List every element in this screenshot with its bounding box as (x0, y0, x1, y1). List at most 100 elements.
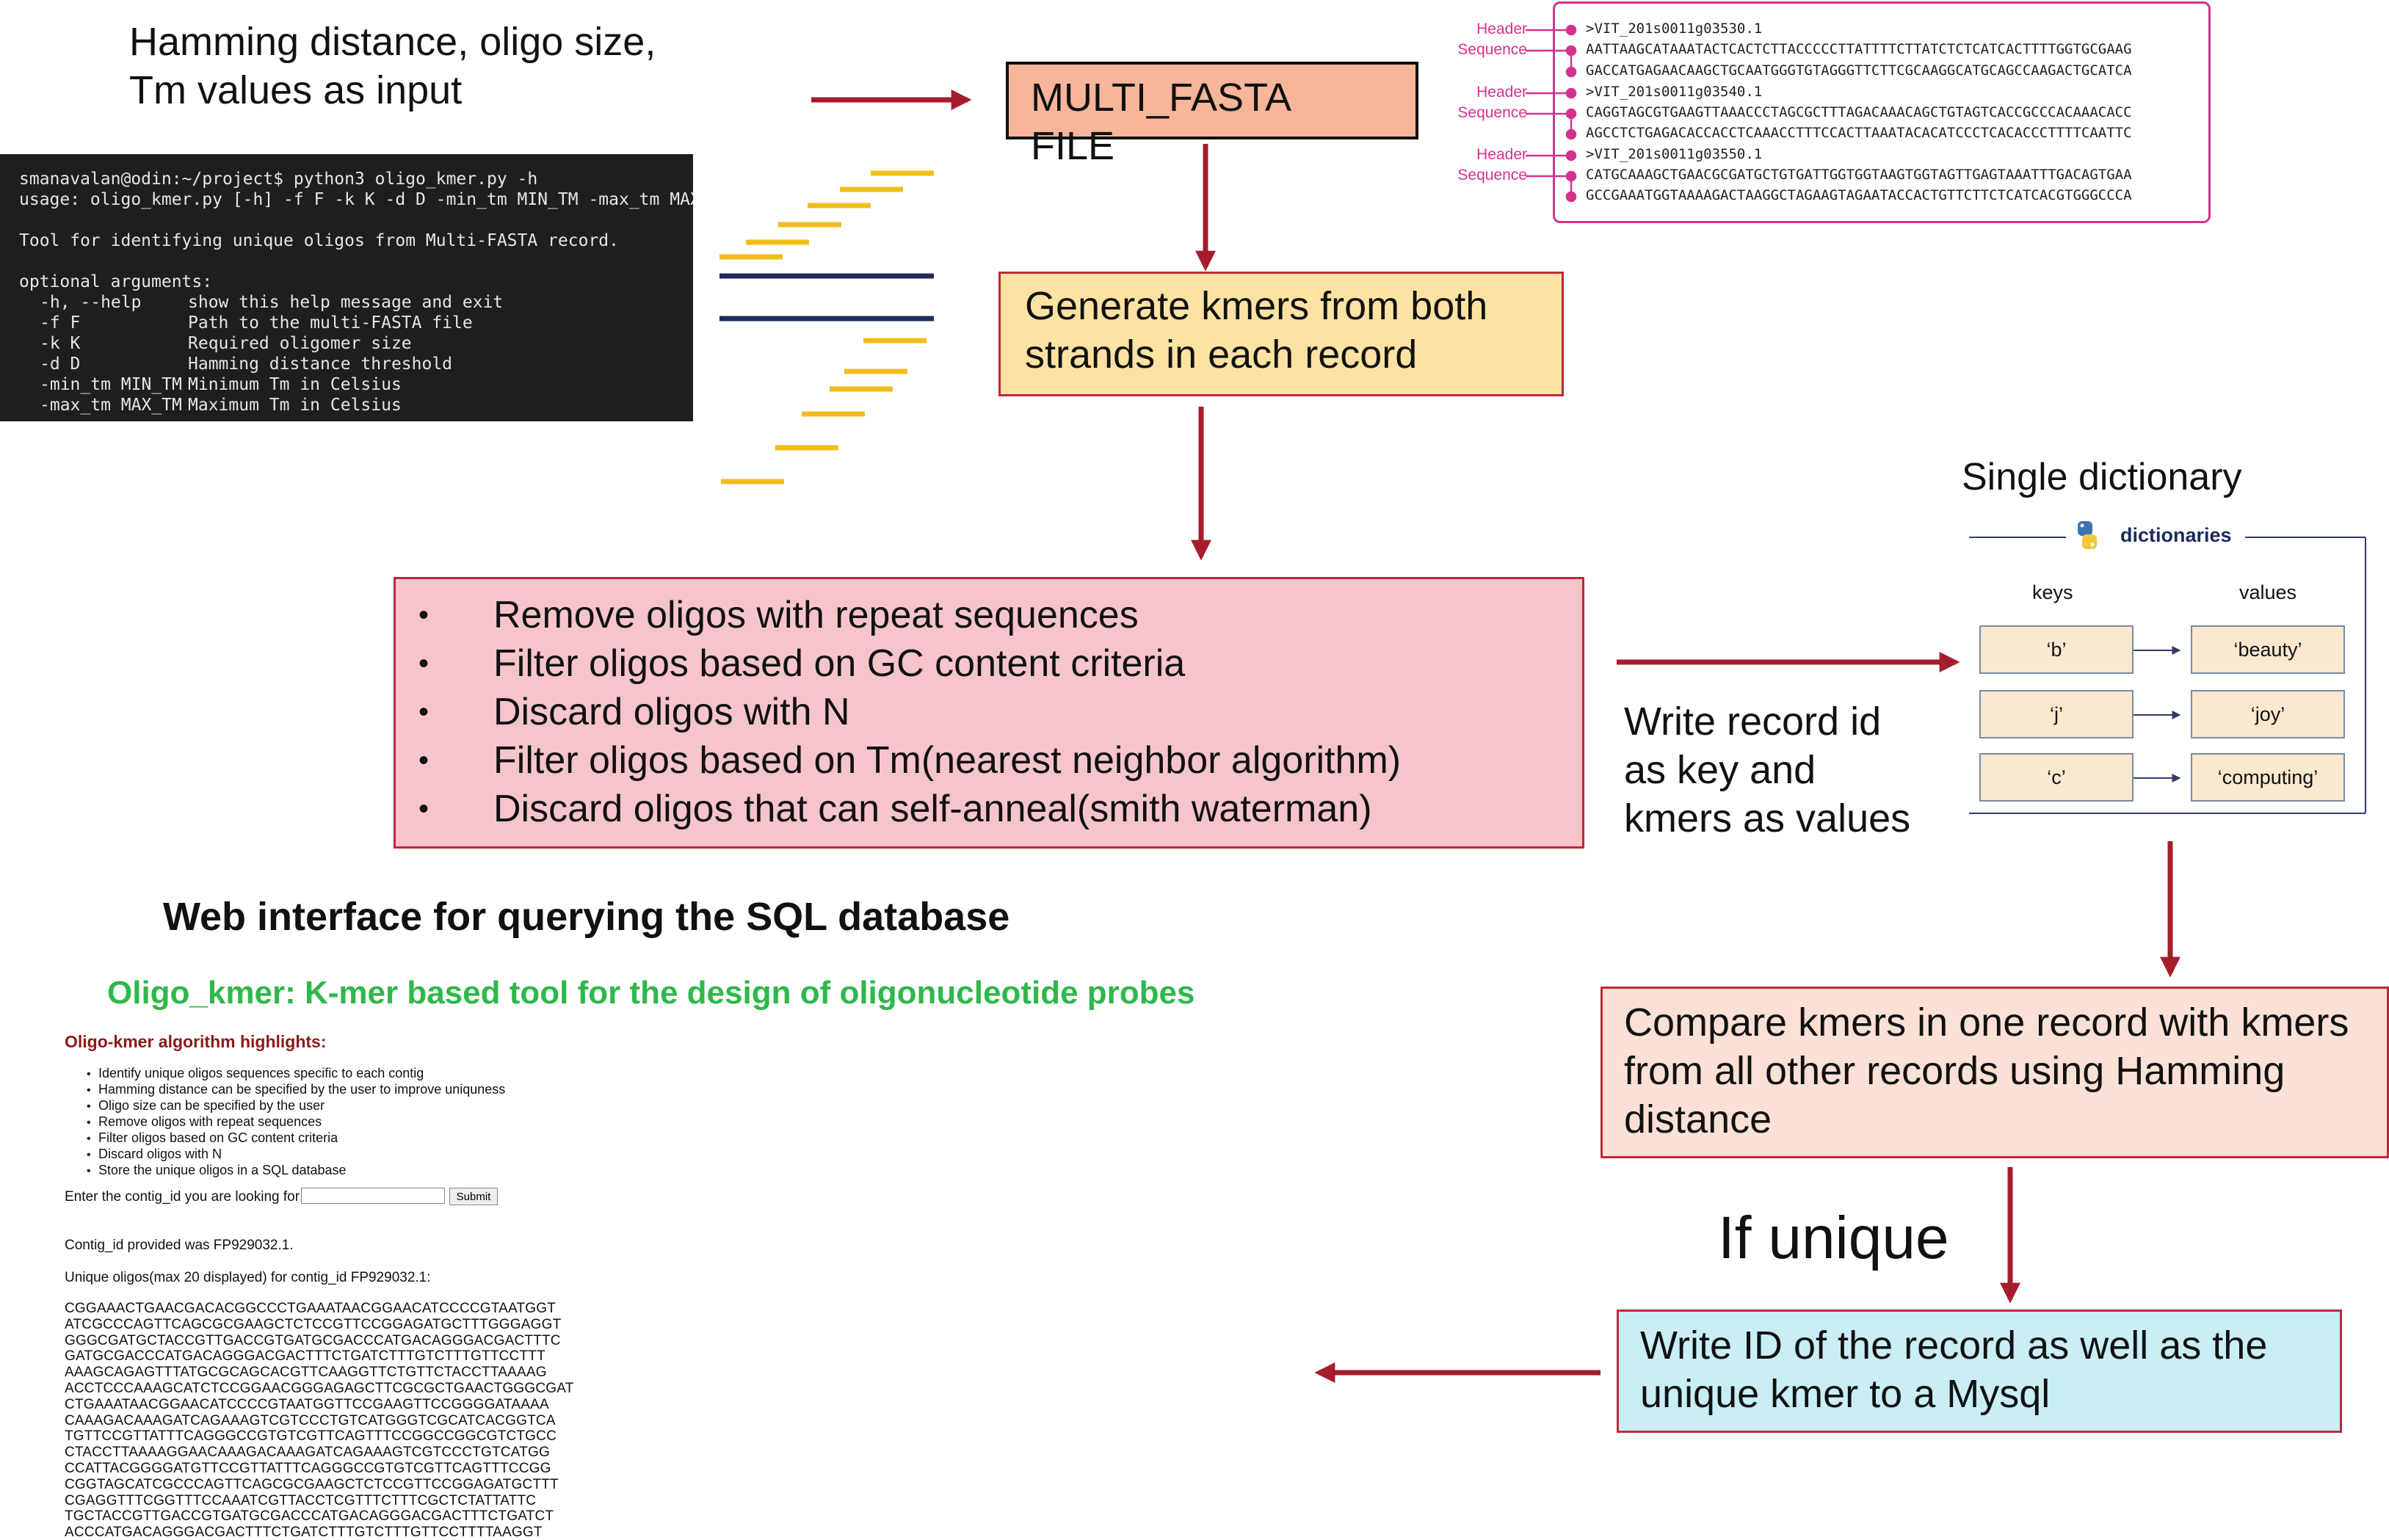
fasta-record-sequence: CAGGTAGCGTGAAGTTAAACCCTAGCGCTTTAGACAAACA… (1586, 104, 2132, 120)
highlight-item: Identify unique oligos sequences specifi… (87, 1066, 505, 1082)
compare-line-3: distance (1624, 1097, 1772, 1141)
generate-kmers-text: Generate kmers from both strands in each… (1025, 282, 1487, 379)
dictionary-key: ‘b’ (1979, 625, 2134, 674)
oligo-sequence: CGGAAACTGAACGACACGGCCCTGAAATAACGGAACATCC… (65, 1301, 557, 1316)
filter-item: • Discard oligos that can self-anneal(smi… (418, 785, 1372, 833)
fasta-record-header: >VIT_201s0011g03550.1 (1586, 146, 1763, 162)
filter-item-text: Remove oligos with repeat sequences (493, 594, 1139, 636)
terminal-arg-flag: -d D (40, 355, 81, 374)
highlight-item: Filter oligos based on GC content criter… (87, 1130, 505, 1147)
filter-item-text: Discard oligos that can self-anneal(smit… (493, 788, 1372, 830)
multi-fasta-line-2: FILE (1031, 124, 1115, 168)
terminal-prompt: smanavalan@odin:~/project$ python3 oligo… (19, 170, 538, 189)
input-line-1: Hamming distance, oligo size, (129, 20, 656, 64)
terminal-arg-description: Hamming distance threshold (188, 355, 453, 374)
keys-header: keys (2032, 581, 2073, 603)
fasta-header-tag: Header (1476, 84, 1527, 101)
dictionaries-label: dictionaries (2120, 524, 2232, 546)
compare-kmers-text: Compare kmers in one record with kmers f… (1624, 998, 2349, 1144)
write-mysql-line-1: Write ID of the record as well as the (1640, 1323, 2268, 1368)
write-record-line-3: kmers as values (1624, 796, 1911, 840)
compare-kmers-box (1600, 987, 2389, 1158)
terminal-help-output: smanavalan@odin:~/project$ python3 oligo… (0, 154, 693, 421)
dictionary-value: ‘beauty’ (2191, 625, 2345, 674)
bullet-icon: • (418, 599, 429, 631)
bullet-icon: • (418, 696, 429, 728)
terminal-arg-flag: -max_tm MAX_TM (40, 396, 182, 415)
generate-line-1: Generate kmers from both (1025, 284, 1488, 328)
oligo-sequence: AAAGCAGAGTTTATGCGCAGCACGTTCAAGGTTCTGTTCT… (65, 1365, 547, 1381)
fasta-record-header: >VIT_201s0011g03540.1 (1586, 84, 1763, 100)
highlight-item: Oligo size can be specified by the user (87, 1098, 505, 1114)
write-mysql-box (1617, 1310, 2342, 1433)
oligo-sequence: GGGCGATGCTACCGTTGACCGTGATGCGACCCATGACAGG… (65, 1332, 561, 1348)
filter-item: • Filter oligos based on Tm(nearest neigh… (418, 736, 1402, 785)
oligo-sequence: GATGCGACCCATGACAGGGACGACTTTCTGATCTTTGTCT… (65, 1348, 545, 1365)
terminal-arg-description: Path to the multi-FASTA file (188, 313, 473, 333)
bullet-icon: • (418, 793, 429, 825)
write-record-line-1: Write record id (1624, 700, 1882, 744)
dictionary-title: Single dictionary (1962, 456, 2242, 498)
fasta-record-sequence: GACCATGAGAACAAGCTGCAATGGGTGTAGGGTTCTTCGC… (1586, 62, 2132, 79)
terminal-arg-description: show this help message and exit (188, 293, 504, 312)
write-record-text: Write record id as key and kmers as valu… (1624, 697, 1910, 843)
fasta-record-sequence: AGCCTCTGAGACACCACCTCAAACCTTTCCACTTAAATAC… (1586, 125, 2132, 141)
terminal-arg-flag: -k K (40, 334, 81, 353)
oligo-sequence: ACCTCCCAAAGCATCTCCGGAACGGGAGAGCTTCGCGCTG… (65, 1381, 574, 1396)
oligo-sequence: CGGTAGCATCGCCCAGTTCAGCGCGAAGCTCTCCGTTCCG… (65, 1476, 559, 1492)
web-unique-line: Unique oligos(max 20 displayed) for cont… (65, 1270, 431, 1285)
filter-item-text: Filter oligos based on GC content criter… (493, 642, 1186, 685)
fasta-connectors (1526, 24, 1577, 203)
if-unique-label: If unique (1718, 1205, 1949, 1271)
dictionary-key: ‘j’ (1979, 690, 2134, 738)
fasta-header-tag: Header (1476, 146, 1527, 163)
oligo-sequence: CTACCTTAAAAGGAACAAAGACAAAGATCAGAAAGTCGTC… (65, 1445, 550, 1461)
highlight-item: Hamming distance can be specified by the… (87, 1082, 505, 1098)
web-contig-line: Contig_id provided was FP929032.1. (65, 1238, 294, 1253)
terminal-optional-header: optional arguments: (19, 272, 213, 291)
compare-line-1: Compare kmers in one record with kmers (1624, 1000, 2349, 1045)
oligo-sequence: TGTTCCGTTATTTCAGGGCCGTGTCGTTCAGTTTCCGGCC… (65, 1428, 557, 1445)
terminal-usage: usage: oligo_kmer.py [-h] -f F -k K -d D… (19, 190, 693, 209)
filter-item: • Remove oligos with repeat sequences (418, 591, 1139, 639)
filter-item-text: Discard oligos with N (493, 691, 850, 733)
compare-line-2: from all other records using Hamming (1624, 1049, 2285, 1093)
dictionary-key: ‘c’ (1979, 753, 2134, 802)
terminal-arg-line: -f F Path to the multi-FASTA file (19, 313, 693, 333)
input-line-2: Tm values as input (129, 68, 463, 112)
python-logo-icon (2075, 520, 2098, 551)
terminal-arg-flag: -f F (40, 313, 81, 333)
highlight-item: Store the unique oligos in a SQL databas… (87, 1163, 505, 1179)
multi-fasta-file-box (1006, 62, 1418, 139)
write-record-line-2: as key and (1624, 748, 1816, 792)
fasta-record-sequence: AATTAAGCATAAATACTCACTCTTACCCCCTTATTTTCTT… (1586, 41, 2132, 57)
web-highlights-list: Identify unique oligos sequences specifi… (87, 1066, 505, 1179)
dictionary-value: ‘computing’ (2191, 753, 2345, 802)
highlight-item: Discard oligos with N (87, 1147, 505, 1163)
fasta-record-sequence: GCCGAAATGGTAAAAGACTAAGGCTAGAAGTAGAATACCA… (1586, 187, 2132, 203)
web-app-title: Oligo_kmer: K-mer based tool for the des… (107, 975, 1195, 1011)
oligo-sequence: TGCTACCGTTGACCGTGATGCGACCCATGACAGGGACGAC… (65, 1508, 554, 1525)
generate-kmers-box (998, 272, 1564, 396)
filter-item: • Discard oligos with N (418, 688, 850, 736)
contig-id-input[interactable] (301, 1188, 445, 1204)
oligo-sequence: CCATTACGGGGATGTTCCGTTATTTCAGGGCCGTGTCGTT… (65, 1461, 551, 1476)
fasta-sequence-tag: Sequence (1457, 104, 1527, 121)
oligo-sequence: ATCGCCCAGTTCAGCGCGAAGCTCTCCGTTCCGGAGATGC… (65, 1316, 562, 1332)
submit-button[interactable]: Submit (449, 1188, 498, 1205)
filter-oligos-box (394, 577, 1584, 849)
write-mysql-line-2: unique kmer to a Mysql (1640, 1372, 2051, 1416)
fasta-sequence-tag: Sequence (1457, 167, 1527, 184)
filter-item-text: Filter oligos based on Tm(nearest neighb… (493, 739, 1402, 782)
oligo-sequence: CTGAAATAACGGAACATCCCCGTAATGGTTCCGAAGTTCC… (65, 1396, 549, 1412)
values-header: values (2239, 581, 2297, 603)
fasta-header-tag: Header (1476, 21, 1527, 37)
bullet-icon: • (418, 744, 429, 777)
generate-line-2: strands in each record (1025, 333, 1418, 377)
input-description: Hamming distance, oligo size, Tm values … (129, 18, 656, 115)
terminal-arg-description: Required oligomer size (188, 334, 412, 353)
terminal-arg-line: -d D Hamming distance threshold (19, 354, 693, 374)
